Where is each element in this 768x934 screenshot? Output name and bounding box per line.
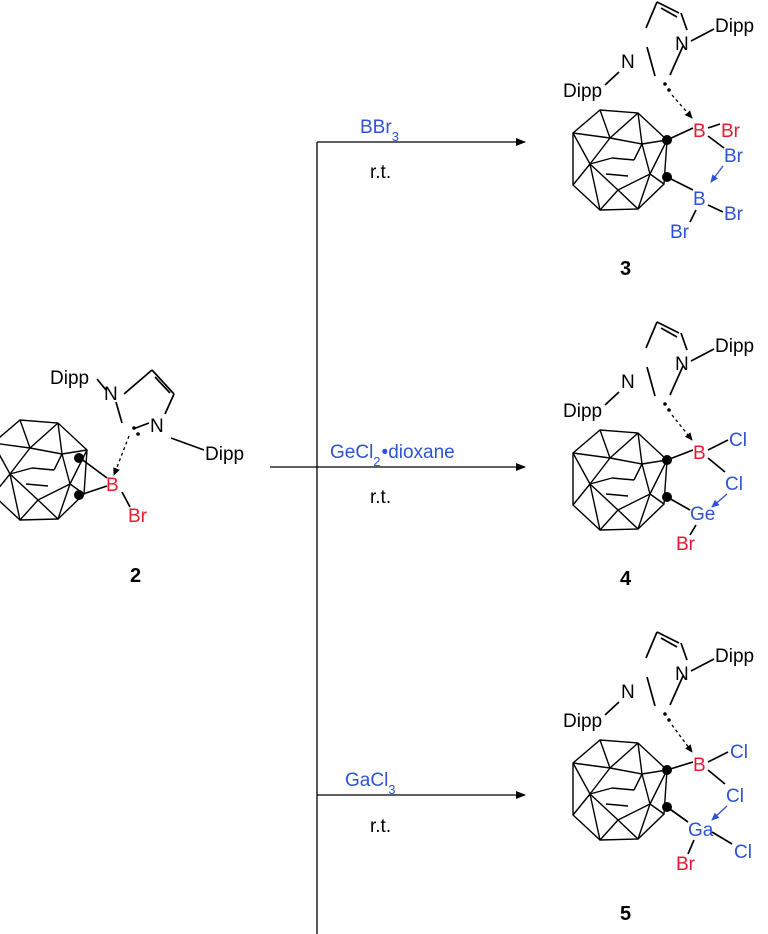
svg-text:GeCl2•dioxane: GeCl2•dioxane [330,442,455,469]
condition-label-2: r.t. [370,487,391,508]
nitrogen-label: N [675,664,689,685]
reagent-3: GaCl3 r.t. [345,770,396,837]
dipp-label: Dipp [715,16,754,37]
svg-text:GaCl3: GaCl3 [345,770,396,797]
reagent-label-3: GaCl [345,770,388,791]
reagent-subscript-3: 3 [388,782,395,797]
bridging-chlorine-label: Cl [726,786,744,807]
reaction-arrows [270,138,526,934]
reagent-label-1: BBr [360,117,392,138]
chlorine-label: Cl [730,742,748,763]
dipp-label: Dipp [563,81,602,102]
compound-number-2: 2 [130,565,141,587]
condition-label-3: r.t. [370,816,391,837]
reagent-2: GeCl2•dioxane r.t. [330,442,455,508]
dipp-label-1: Dipp [50,368,89,389]
boron-label: B [693,443,706,464]
chlorine-label: Cl [729,430,747,451]
dipp-label: Dipp [715,336,754,357]
dipp-label: Dipp [563,711,602,732]
bridging-bromine-label: Br [724,146,744,167]
bromine-label: Br [721,121,741,142]
bromine-label-2: Br [724,204,744,225]
boron-label: B [693,121,706,142]
compound-number-4: 4 [620,568,632,590]
bromine-label: Br [676,854,696,875]
bridging-chlorine-label: Cl [725,474,743,495]
bromine-label-3: Br [670,222,690,243]
germanium-label: Ge [690,504,715,525]
boron-label-2: B [693,189,706,210]
nitrogen-label: N [675,354,689,375]
reagent-subscript-1: 3 [392,129,399,144]
compound-3: N N Dipp Dipp B Br Br B Br Br 3 [563,1,754,280]
bromine-label: Br [676,534,696,555]
reagent-dot: • [382,442,389,463]
compound-2: B Br N N Dipp Dipp 2 [0,368,244,587]
nitrogen-label: N [621,682,635,703]
nitrogen-label-1: N [104,384,118,405]
nitrogen-label-2: N [150,416,164,437]
reagent-label-2: GeCl [330,442,373,463]
compound-number-5: 5 [620,903,631,925]
boron-label: B [106,475,119,496]
reagent-tail-2: dioxane [388,442,455,463]
boron-label: B [693,755,706,776]
dipp-label: Dipp [715,646,754,667]
dipp-label: Dipp [563,401,602,422]
chlorine-label-2: Cl [734,842,752,863]
reagent-subscript-2: 2 [373,454,380,469]
svg-text:BBr3: BBr3 [360,117,399,144]
bromine-label: Br [128,506,148,527]
dipp-label-2: Dipp [205,444,244,465]
condition-label-1: r.t. [370,162,391,183]
compound-4: N N Dipp Dipp B Cl Cl Ge Br 4 [563,321,754,590]
nitrogen-label: N [675,34,689,55]
reagent-1: BBr3 r.t. [360,117,399,183]
gallium-label: Ga [688,820,714,841]
nitrogen-label: N [621,52,635,73]
compound-5: N N Dipp Dipp B Cl Cl Ga Cl Br 5 [563,631,754,925]
nitrogen-label: N [621,372,635,393]
compound-number-3: 3 [620,258,631,280]
